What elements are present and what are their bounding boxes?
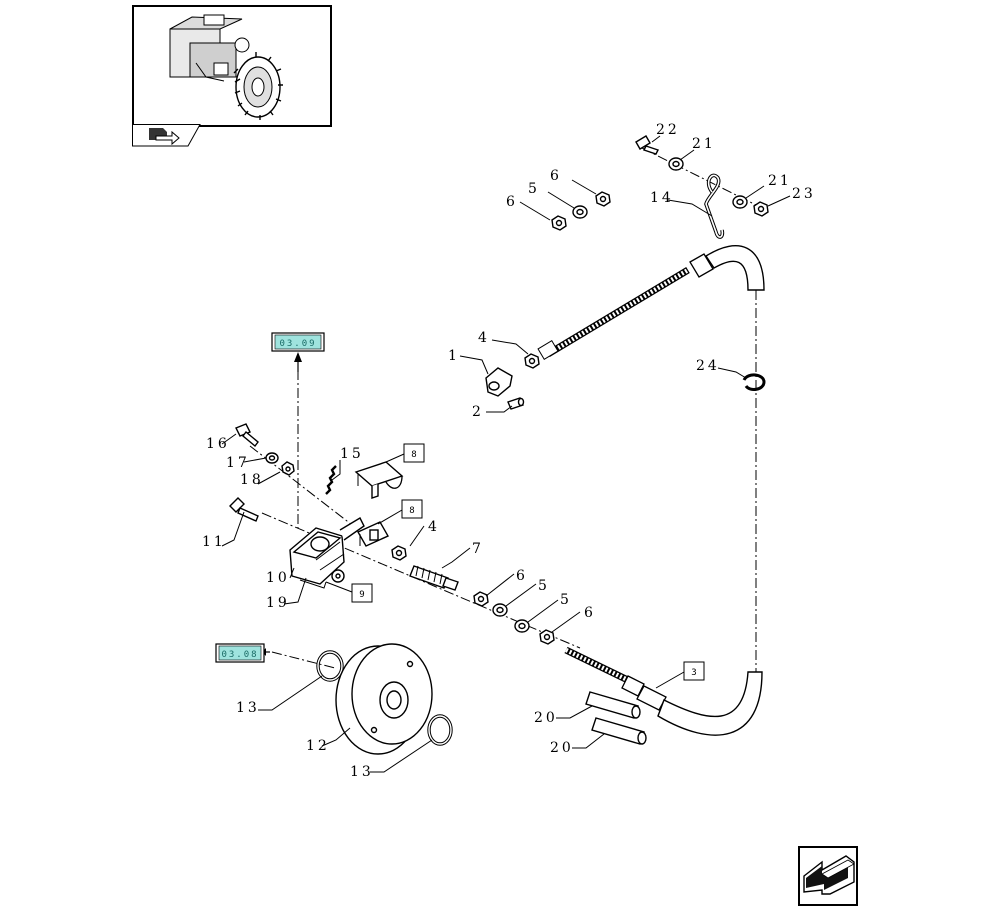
callout-18: 18 [240, 472, 264, 488]
callout-5-lower-a: 5 [538, 578, 550, 594]
part-6-nut-top-left [551, 215, 567, 231]
callout-6-top-left: 6 [506, 194, 518, 210]
part-10-brake-unit [289, 517, 365, 589]
ref-box-9-text: 9 [359, 590, 364, 600]
part-13-ring-right [427, 714, 453, 746]
callout-11: 11 [202, 534, 226, 550]
ref-box-9[interactable]: 9 [351, 583, 373, 603]
part-19-knob [331, 569, 345, 583]
ref-box-8-upper-text: 8 [411, 450, 416, 460]
part-5-washer-lower-a [492, 603, 508, 617]
section-ref-top[interactable]: 03.09 [271, 332, 325, 352]
callout-4-upper: 4 [478, 330, 490, 346]
ref-box-8-lower-text: 8 [409, 506, 414, 516]
part-5-washer-top [572, 205, 588, 219]
section-ref-left[interactable]: 03.08 [215, 643, 265, 663]
callout-6-lower-left: 6 [516, 568, 528, 584]
callout-19: 19 [266, 595, 290, 611]
part-6-nut-top-right [595, 191, 611, 207]
part-2-pin [507, 397, 525, 410]
ref-box-3-text: 3 [691, 668, 696, 678]
part-7-adjuster [409, 565, 459, 591]
callout-20-upper: 20 [534, 710, 558, 726]
part-5-washer-lower-b [514, 619, 530, 633]
part-16-bolt [235, 423, 259, 448]
ref-box-8-upper[interactable]: 8 [403, 443, 425, 463]
section-ref-top-text: 03.09 [279, 339, 316, 349]
next-page-button[interactable] [798, 846, 858, 906]
callout-13-left: 13 [236, 700, 260, 716]
centre-line-ring [271, 651, 336, 669]
part-21-washer-upper [668, 157, 684, 171]
tractor-rear-axle-thumbnail-icon [169, 14, 283, 120]
callout-6-lower-right: 6 [584, 605, 596, 621]
callout-5-lower-b: 5 [560, 592, 572, 608]
part-17-washer [265, 452, 279, 464]
part-20-sleeve-upper [585, 691, 641, 719]
callout-12: 12 [306, 738, 330, 754]
next-page-arrow-icon [803, 855, 855, 895]
callout-7: 7 [472, 541, 484, 557]
part-15-spring [325, 465, 337, 495]
part-12-brake-disc [335, 643, 433, 755]
part-22-bolt [635, 135, 659, 155]
callout-5-top: 5 [528, 181, 540, 197]
part-4-nut-upper [524, 353, 540, 369]
centre-line-hook [641, 147, 771, 213]
part-11-bolt [229, 497, 259, 522]
part-23-nut [753, 201, 769, 217]
callout-21-upper: 21 [692, 136, 716, 152]
callout-24: 24 [696, 358, 720, 374]
part-18-nut [281, 461, 295, 476]
ref-box-8-lower[interactable]: 8 [401, 499, 423, 519]
part-20-sleeve-lower [591, 717, 647, 745]
callout-15: 15 [340, 446, 364, 462]
callout-4-lower: 4 [428, 519, 440, 535]
part-6-nut-lower-left [473, 591, 489, 607]
callout-14: 14 [650, 190, 674, 206]
part-21-washer-lower [732, 195, 748, 209]
callout-1: 1 [448, 348, 460, 364]
callout-6-top-right: 6 [550, 168, 562, 184]
callout-16: 16 [206, 436, 230, 452]
callout-21-lower: 21 [768, 173, 792, 189]
part-13-ring-left [316, 650, 344, 682]
section-ref-left-text: 03.08 [221, 650, 258, 660]
callout-23: 23 [792, 186, 816, 202]
callout-10: 10 [266, 570, 290, 586]
part-brake-cable [537, 245, 765, 736]
ref-box-3[interactable]: 3 [683, 661, 705, 681]
part-24-clip [742, 373, 766, 391]
book-arrow-icon[interactable] [132, 124, 202, 148]
callout-22: 22 [656, 122, 680, 138]
callout-20-lower: 20 [550, 740, 574, 756]
callout-2: 2 [472, 404, 484, 420]
part-8-bracket-upper [354, 461, 404, 499]
part-6-nut-lower-right [539, 629, 555, 645]
callout-17: 17 [226, 455, 250, 471]
part-4-nut-lower [391, 545, 407, 561]
part-8-bracket-lower [357, 521, 389, 547]
part-1-clevis [485, 367, 513, 397]
assembly-thumbnail [132, 5, 332, 127]
callout-13-right: 13 [350, 764, 374, 780]
